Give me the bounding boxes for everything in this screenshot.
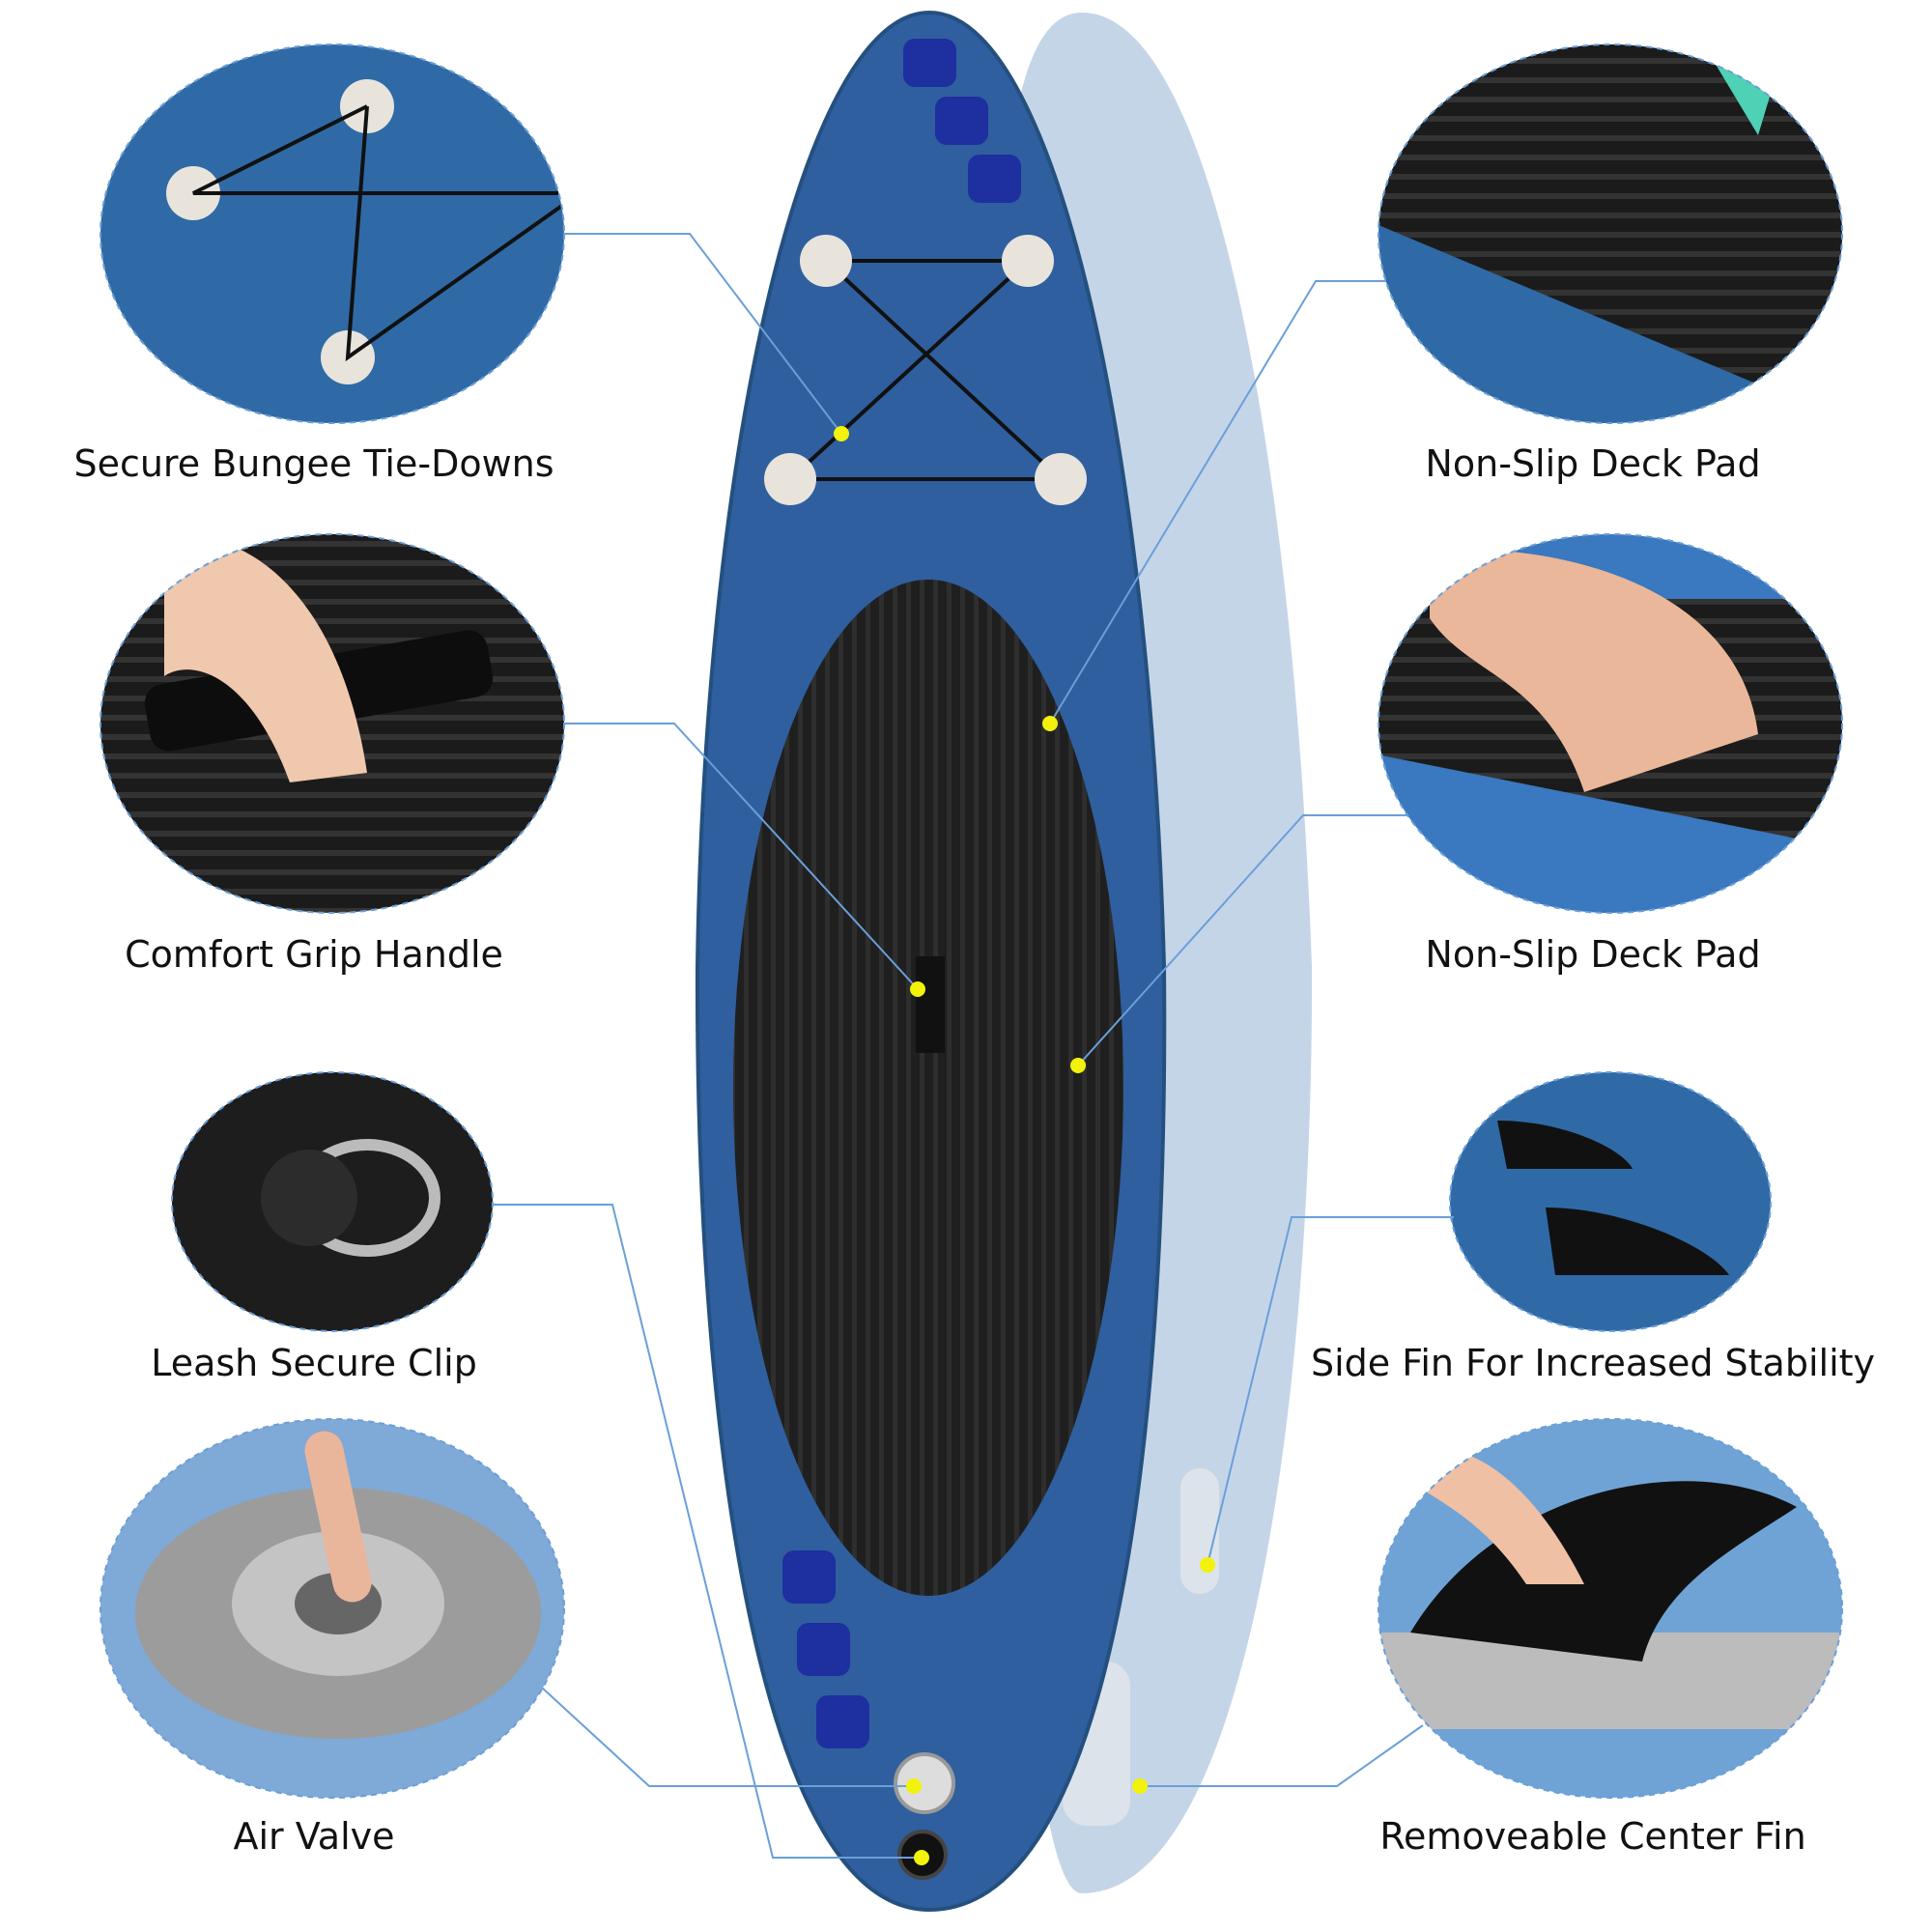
air-valve-photo	[100, 1419, 564, 1798]
label-comfort-grip-handle: Comfort Grip Handle	[125, 933, 503, 976]
bungee-tie-downs	[764, 235, 1087, 505]
label-side-fin: Side Fin For Increased Stability	[1310, 1342, 1876, 1384]
label-air-valve: Air Valve	[233, 1815, 395, 1858]
deck-pad-photo	[1378, 44, 1842, 423]
label-center-fin: Removeable Center Fin	[1379, 1815, 1806, 1858]
callout-lines	[493, 233, 1454, 1859]
air-valve	[894, 1752, 955, 1814]
label-non-slip-deck-pad: Non-Slip Deck Pad	[1425, 442, 1761, 485]
handle-photo	[100, 534, 564, 913]
side-fin-photo	[1450, 1072, 1771, 1331]
deck-pad-peel-photo	[1378, 534, 1842, 913]
d-ring-photo	[172, 1072, 493, 1331]
deck-pad	[733, 580, 1123, 1596]
wave-logos	[782, 39, 1021, 1748]
bungee-photo	[100, 44, 564, 423]
callout-dots	[834, 426, 1215, 1865]
label-leash-secure-clip: Leash Secure Clip	[151, 1342, 477, 1384]
label-non-slip-deck-pad-2: Non-Slip Deck Pad	[1425, 933, 1761, 976]
handle	[916, 956, 945, 1053]
label-bungee-tie-downs: Secure Bungee Tie-Downs	[73, 442, 554, 485]
ghost-fin-box	[1180, 1468, 1219, 1594]
center-fin-photo	[1378, 1419, 1842, 1798]
